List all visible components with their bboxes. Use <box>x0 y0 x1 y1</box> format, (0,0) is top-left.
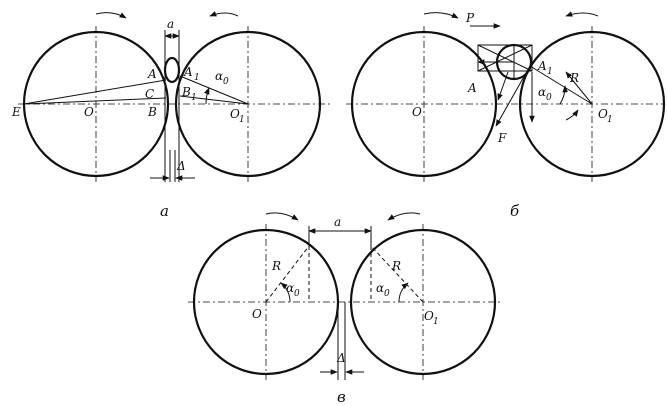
rotation-arrow-left <box>95 12 127 19</box>
alpha0-left-arc <box>280 282 291 303</box>
label-delta: Δ <box>176 159 186 173</box>
label-O1: O <box>424 309 434 323</box>
line-O1-A1 <box>179 75 249 105</box>
caption-b: б <box>510 202 520 220</box>
alpha0-arc <box>204 87 210 105</box>
rotation-arrow-right <box>209 11 239 17</box>
label-O1: O <box>230 107 240 121</box>
caption-c: в <box>337 388 346 406</box>
workpiece <box>163 56 181 84</box>
panel-c: a R R α 0 α 0 O O 1 Δ в <box>188 212 502 406</box>
label-O: O <box>252 307 262 321</box>
label-O: O <box>84 105 94 119</box>
line-O1-B1 <box>179 95 249 105</box>
force-rectangle <box>477 44 533 72</box>
label-a: a <box>334 215 341 229</box>
rotation-arrow-left <box>265 212 299 221</box>
label-alpha0: α <box>538 85 546 99</box>
label-A1: A <box>537 59 547 73</box>
line-E-A <box>23 79 167 105</box>
alpha0-right-arc <box>398 282 409 303</box>
rotation-arrow-right <box>387 212 421 221</box>
radius-O1-A1 <box>529 65 593 105</box>
label-O1-sub: 1 <box>239 115 245 125</box>
label-R-right: R <box>391 259 401 273</box>
force-A-arrow <box>497 71 509 101</box>
label-delta: Δ <box>336 351 346 365</box>
label-A1-sub: 1 <box>547 67 553 77</box>
panel-b: P A A 1 R α 0 O O 1 F б <box>346 11 666 220</box>
rotation-arrow-left <box>423 12 459 19</box>
label-P: P <box>465 11 475 25</box>
label-alpha0-right-sub: 0 <box>384 289 390 299</box>
label-O1-sub: 1 <box>607 115 613 125</box>
label-A1: A <box>183 65 193 79</box>
label-A: A <box>147 67 157 81</box>
label-alpha0-sub: 0 <box>223 77 229 87</box>
label-O1: O <box>598 107 608 121</box>
label-A1-sub: 1 <box>194 73 200 83</box>
label-alpha0-right: α <box>376 281 384 295</box>
force-F-arrow <box>495 65 531 127</box>
label-a: a <box>167 17 174 31</box>
label-F: F <box>497 131 507 145</box>
label-E: E <box>11 105 21 119</box>
caption-a: а <box>160 202 169 220</box>
label-B1: B <box>181 85 191 99</box>
label-C: C <box>145 87 154 101</box>
panel-a: a A A 1 α 0 C B B 1 E O O 1 Δ а <box>11 11 330 220</box>
alpha0-arc <box>559 85 568 105</box>
force-diagonal-2 <box>477 44 533 72</box>
R-arrow-arc <box>565 109 579 121</box>
label-alpha0-left: α <box>286 281 294 295</box>
line-E-B <box>23 97 167 105</box>
label-A: A <box>467 81 477 95</box>
label-O1-sub: 1 <box>433 317 439 327</box>
label-alpha0-left-sub: 0 <box>294 289 300 299</box>
label-O: O <box>412 105 422 119</box>
label-alpha0-sub: 0 <box>546 93 552 103</box>
label-R-left: R <box>271 259 281 273</box>
label-B: B <box>147 105 157 119</box>
label-alpha0: α <box>215 69 223 83</box>
label-B1-sub: 1 <box>191 93 197 103</box>
rotation-arrow-right <box>565 11 599 17</box>
label-R: R <box>569 71 579 85</box>
radius-arc-arrow <box>565 71 593 105</box>
radius-left <box>265 245 310 303</box>
radius-right <box>370 245 424 303</box>
